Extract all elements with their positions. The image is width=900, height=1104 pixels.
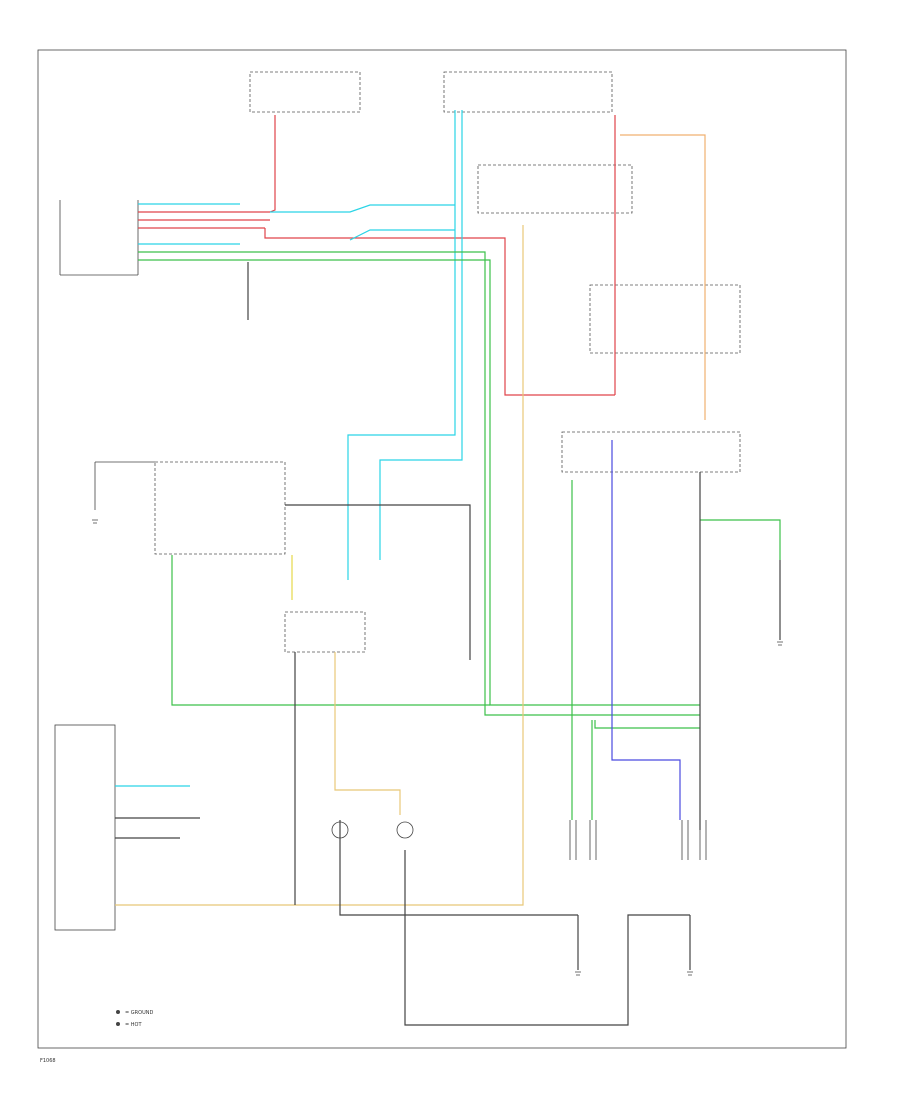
lamp-right: [396, 821, 414, 839]
wire-tan-lamp: [334, 652, 401, 815]
wire-black-lamp-right: [404, 850, 690, 1026]
wire-red-main: [264, 228, 615, 396]
flasher-module: [284, 611, 366, 653]
wire-blue: [611, 440, 681, 820]
wire-black-mid: [285, 504, 471, 660]
wire-cyan-4: [349, 229, 455, 241]
wire-green-7: [700, 519, 781, 560]
wire-orange: [620, 134, 706, 420]
switch-assembly: [589, 284, 741, 354]
wire-green-2: [138, 259, 700, 706]
lamp-left: [331, 821, 349, 839]
wire-tan-main: [115, 225, 524, 906]
legend-ground: = GROUND: [125, 1010, 153, 1016]
wire-cyan-5: [347, 110, 456, 580]
connector-pin-4: [699, 820, 707, 860]
diagram-frame: [37, 49, 847, 1049]
wire-red-feed: [269, 115, 276, 213]
wire-green-6: [594, 720, 700, 729]
wire-green-3: [171, 555, 490, 706]
fuse-junction-box: [443, 71, 613, 113]
connector-pin-1: [569, 820, 577, 860]
central-junction-box: [561, 431, 741, 473]
relay-module: [477, 164, 633, 214]
wire-black-lamp-left: [339, 820, 578, 916]
lighting-control-module: [154, 461, 286, 555]
legend-hot: = HOT: [125, 1022, 142, 1028]
footer-code: F1068: [40, 1058, 56, 1064]
ground-symbol-2: [575, 971, 581, 976]
legend-marker-ground: [116, 1010, 120, 1014]
ground-symbol-4: [777, 641, 783, 646]
connector-pin-2: [589, 820, 597, 860]
wire-green-1: [138, 251, 700, 716]
legend-marker-hot: [116, 1022, 120, 1026]
wire-cyan-3: [270, 204, 455, 213]
ground-symbol-1: [92, 519, 98, 524]
connector-pin-3: [681, 820, 689, 860]
stoplamp-switch: [54, 724, 116, 931]
hot-at-all-times-fuse-box: [249, 71, 361, 113]
wire-cyan-6: [379, 110, 463, 560]
ground-symbol-3: [687, 971, 693, 976]
